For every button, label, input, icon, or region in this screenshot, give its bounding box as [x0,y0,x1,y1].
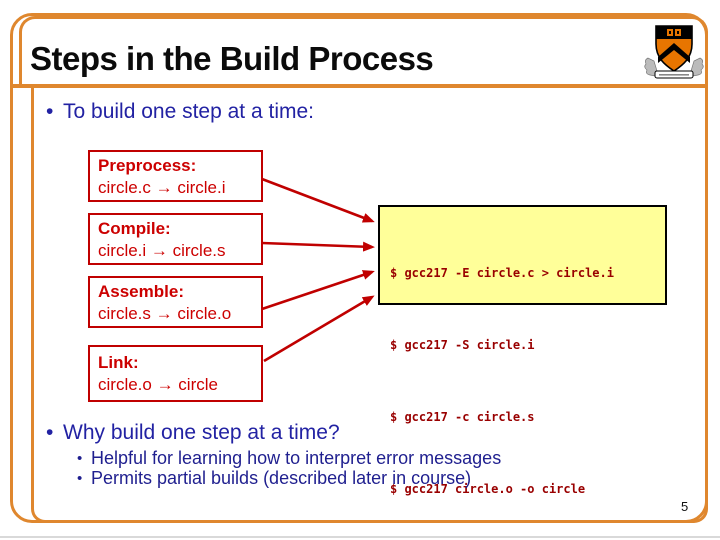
command-line: $ gcc217 circle.o -o circle [390,482,586,496]
page-number: 5 [681,499,689,514]
step-box-compile: Compile: circle.i → circle.s [88,213,263,265]
step-box-preprocess: Preprocess: circle.c → circle.i [88,150,263,202]
bullet-why-build: Why build one step at a time? [63,421,340,444]
command-line: $ gcc217 -E circle.c > circle.i [390,266,614,280]
princeton-shield-icon [644,25,704,79]
page-title: Steps in the Build Process [30,40,434,77]
bullet-dot: • [77,470,83,487]
step-label: Preprocess: [98,156,197,175]
bullet-dot: • [77,450,83,467]
step-box-assemble: Assemble: circle.s → circle.o [88,276,263,328]
bullet-dot: • [46,100,54,123]
step-label: Link: [98,353,139,372]
step-transform: circle.i → circle.s [98,241,226,260]
title-separator-line [10,84,708,88]
title-frame-border [19,16,708,86]
bullet-build-one-step: To build one step at a time: [63,100,314,123]
sub-bullet-partial-builds: Permits partial builds (described later … [91,468,472,488]
step-transform: circle.o → circle [98,375,218,394]
step-transform: circle.c → circle.i [98,178,226,197]
slide-bottom-edge [0,536,720,538]
step-label: Assemble: [98,282,184,301]
command-line: $ gcc217 -S circle.i [390,338,535,352]
command-line: $ gcc217 -c circle.s [390,410,535,424]
step-transform: circle.s → circle.o [98,304,232,323]
bullet-dot: • [46,421,54,444]
step-label: Compile: [98,219,171,238]
step-box-link: Link: circle.o → circle [88,345,263,402]
body-frame-border [31,86,708,523]
sub-bullet-error-messages: Helpful for learning how to interpret er… [91,448,502,468]
terminal-commands-box: $ gcc217 -E circle.c > circle.i $ gcc217… [378,205,667,496]
